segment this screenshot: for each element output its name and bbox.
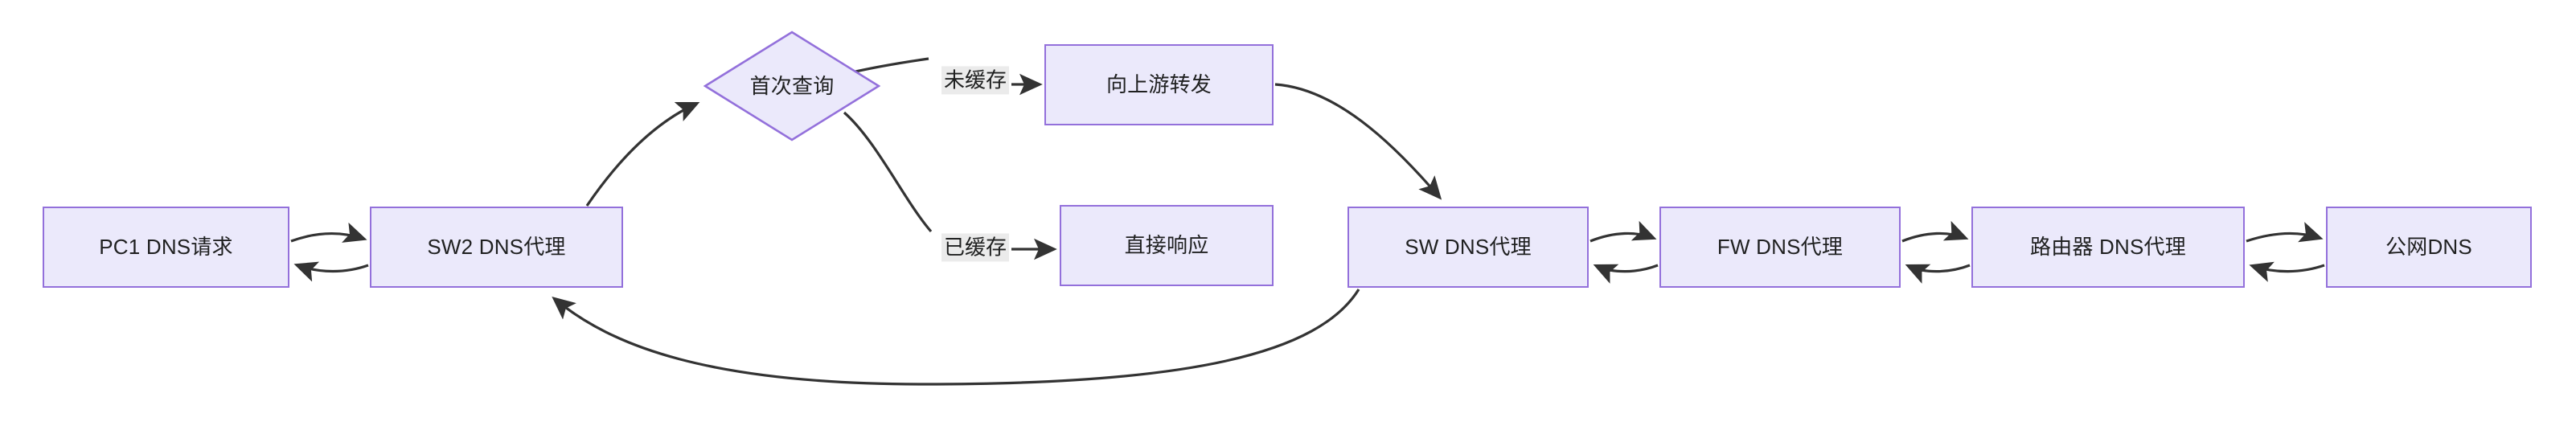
node-pc1-dns-request[interactable]: PC1 DNS请求 <box>43 207 289 288</box>
edge-router-to-fw <box>1905 264 1971 284</box>
node-label: SW DNS代理 <box>1405 235 1532 260</box>
edge-pc1-to-sw2 <box>290 222 367 243</box>
node-sw-dns-proxy[interactable]: SW DNS代理 <box>1347 207 1589 288</box>
node-label: 路由器 DNS代理 <box>2030 235 2186 260</box>
edge-router-to-public <box>2246 222 2324 243</box>
node-sw2-dns-proxy[interactable]: SW2 DNS代理 <box>370 207 623 288</box>
node-router-dns-proxy[interactable]: 路由器 DNS代理 <box>1971 207 2245 288</box>
edge-label-not-cached: 未缓存 <box>941 66 1010 95</box>
edge-sw-to-sw2 <box>552 289 1360 386</box>
edge-sw-to-fw <box>1589 220 1657 243</box>
node-public-dns[interactable]: 公网DNS <box>2326 207 2532 288</box>
node-label: PC1 DNS请求 <box>99 235 233 260</box>
node-first-query-decision[interactable]: 首次查询 <box>703 31 880 141</box>
node-label: SW2 DNS代理 <box>427 235 566 260</box>
node-label: FW DNS代理 <box>1717 235 1844 260</box>
node-label: 直接响应 <box>1124 233 1209 258</box>
edge-fw-to-sw <box>1593 264 1659 284</box>
node-forward-upstream[interactable]: 向上游转发 <box>1044 44 1274 125</box>
edge-public-to-router <box>2249 261 2325 282</box>
edge-label-cached: 已缓存 <box>941 233 1010 262</box>
edge-sw2-to-pc1 <box>293 261 369 282</box>
node-label: 向上游转发 <box>1105 72 1212 97</box>
edge-upstream-to-sw <box>1274 83 1442 200</box>
node-fw-dns-proxy[interactable]: FW DNS代理 <box>1659 207 1901 288</box>
diamond-shape <box>703 31 880 141</box>
edge-fw-to-router <box>1901 220 1969 243</box>
node-label: 公网DNS <box>2385 235 2472 260</box>
node-direct-response[interactable]: 直接响应 <box>1060 205 1274 286</box>
edge-sw2-to-firstq <box>585 101 700 207</box>
